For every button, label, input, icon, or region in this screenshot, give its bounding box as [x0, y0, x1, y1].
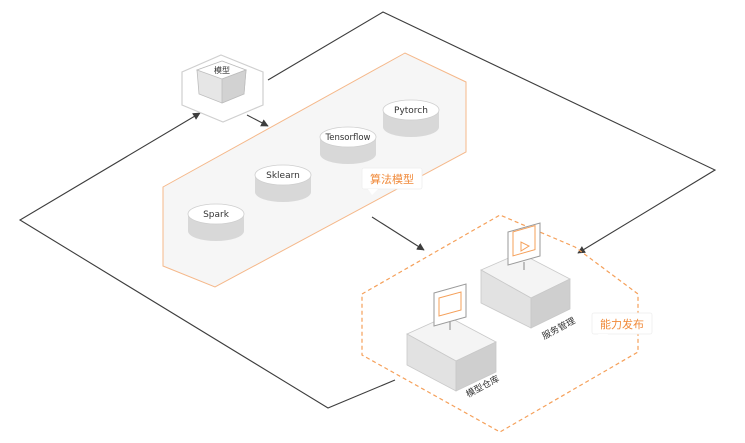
framework-label-pytorch: Pytorch	[394, 106, 428, 116]
framework-disc-tensorflow: Tensorflow	[319, 126, 377, 164]
flow-line-top	[267, 11, 717, 254]
model-tile-label: 模型	[214, 65, 230, 75]
framework-label-sklearn: Sklearn	[266, 171, 300, 181]
framework-label-spark: Spark	[203, 210, 230, 220]
framework-label-tensorflow: Tensorflow	[325, 133, 371, 143]
algorithm-group-callout: 算法模型	[361, 167, 423, 195]
framework-disc-spark: Spark	[187, 203, 245, 241]
framework-disc-sklearn: Sklearn	[254, 164, 312, 202]
server-service-management: 服务管理	[480, 222, 577, 342]
flow-line-left	[18, 112, 396, 409]
algorithm-group-label: 算法模型	[370, 172, 414, 186]
framework-disc-pytorch: Pytorch	[382, 99, 440, 137]
play-icon	[520, 241, 531, 252]
model-tile: 模型	[181, 54, 264, 123]
capability-panel	[361, 214, 639, 433]
capability-group-callout: 能力发布	[591, 312, 653, 340]
capability-group-label: 能力发布	[600, 317, 644, 331]
flow-arrow-algorithms-to-capability	[371, 216, 425, 251]
flow-arrow-model-to-algorithms	[246, 114, 269, 127]
screen-icon	[438, 291, 462, 317]
